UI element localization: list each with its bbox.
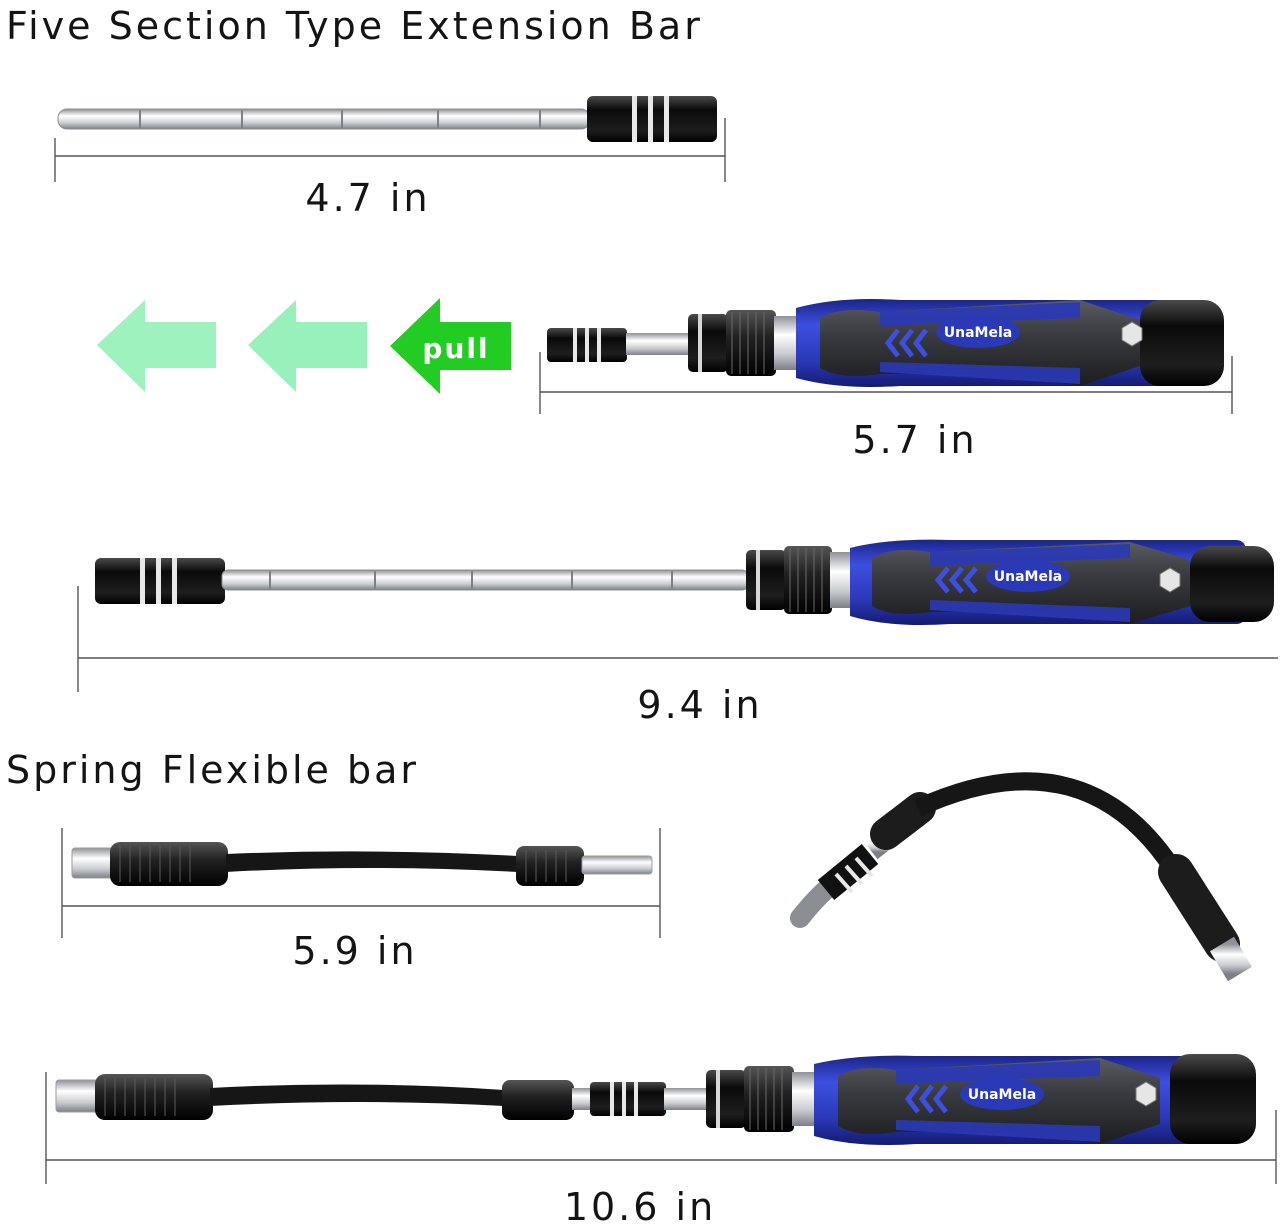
flexible-bar [71,842,653,886]
screwdriver-with-extension: UnaMela [95,539,1274,625]
hex-socket-icon [1135,1081,1157,1107]
measurement-driver-with-flexible: 10.6 in [563,1185,717,1229]
left-arrow-icon [390,298,511,394]
measurement-driver-with-extension: 9.4 in [637,683,763,727]
arrow-pull-label: pull [422,332,489,365]
dimension-line-flexible-bar [61,828,661,938]
measurement-flexible-bar: 5.9 in [292,929,418,973]
left-arrow-icon [248,300,367,392]
dimension-line-driver-with-extension [77,586,1278,692]
left-arrow-icon [97,300,216,392]
heading-extension-bar: Five Section Type Extension Bar [6,4,703,48]
brand-logo: UnaMela [968,1087,1036,1103]
dimension-line-driver-with-flexible [45,1072,1277,1184]
heading-spring-flexible-bar: Spring Flexible bar [6,748,420,792]
dimension-line-extension-bar [54,118,726,182]
hex-socket-icon [1121,321,1143,347]
screwdriver-with-flexible-bar: UnaMela [55,1054,1256,1145]
measurement-extension-bar: 4.7 in [305,176,431,220]
brand-logo: UnaMela [944,325,1012,341]
dimension-line-driver-with-bit [539,352,1233,414]
hex-socket-icon [1159,567,1181,593]
bent-flexible-bar [790,772,1253,982]
measurement-driver-with-bit: 5.7 in [852,418,978,462]
screwdriver-with-bit: UnaMela [547,299,1224,387]
extension-bar [57,96,717,142]
brand-logo: UnaMela [994,569,1062,585]
